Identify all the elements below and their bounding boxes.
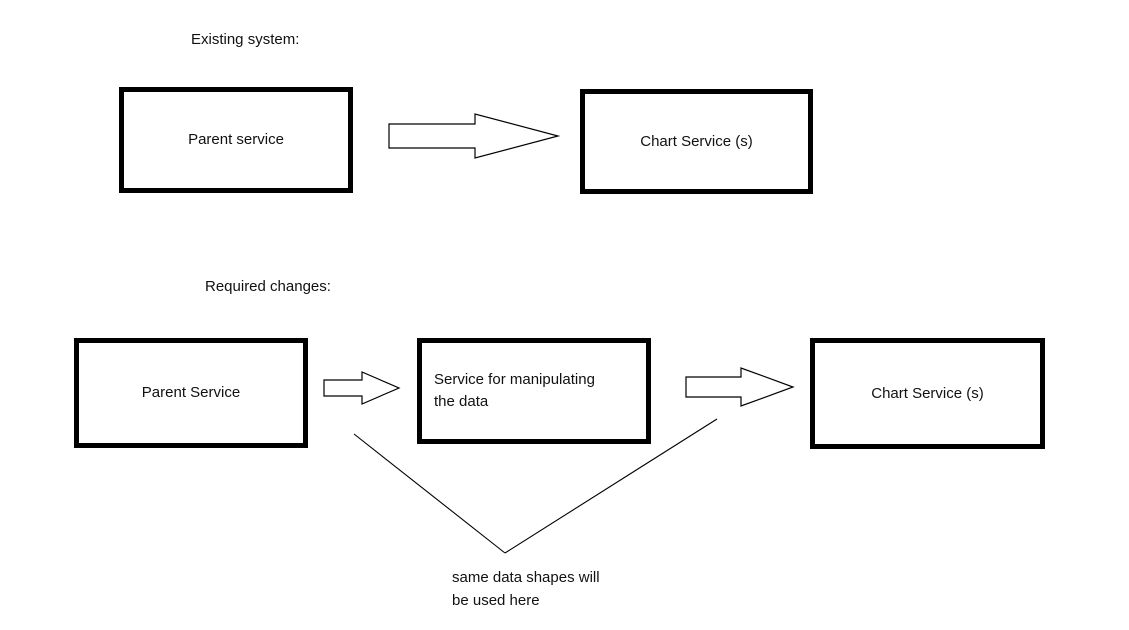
leader-line-left [353, 433, 506, 554]
node-parent-service-label: Parent service [188, 131, 284, 148]
required-changes-heading: Required changes: [205, 278, 331, 295]
node-chart-service-label: Chart Service (s) [640, 132, 753, 150]
arrow-required-manipulation-to-chart [685, 366, 795, 408]
callout-same-data-shapes: same data shapes will be used here [452, 569, 600, 609]
existing-system-heading: Existing system: [191, 31, 300, 48]
arrow-required-parent-to-manipulation [323, 370, 401, 406]
node-parent-service[interactable]: Parent service [119, 87, 353, 193]
node-chart-service-2-label: Chart Service (s) [871, 384, 984, 402]
node-parent-service-2[interactable]: Parent Service [74, 338, 308, 448]
node-chart-service[interactable]: Chart Service (s) [580, 89, 813, 194]
node-chart-service-2[interactable]: Chart Service (s) [810, 338, 1045, 449]
node-manipulation-service-label: Service for manipulating the data [434, 371, 595, 410]
arrow-existing-parent-to-chart [388, 112, 561, 160]
node-manipulation-service[interactable]: Service for manipulating the data [417, 338, 651, 444]
node-parent-service-2-label: Parent Service [141, 384, 241, 401]
